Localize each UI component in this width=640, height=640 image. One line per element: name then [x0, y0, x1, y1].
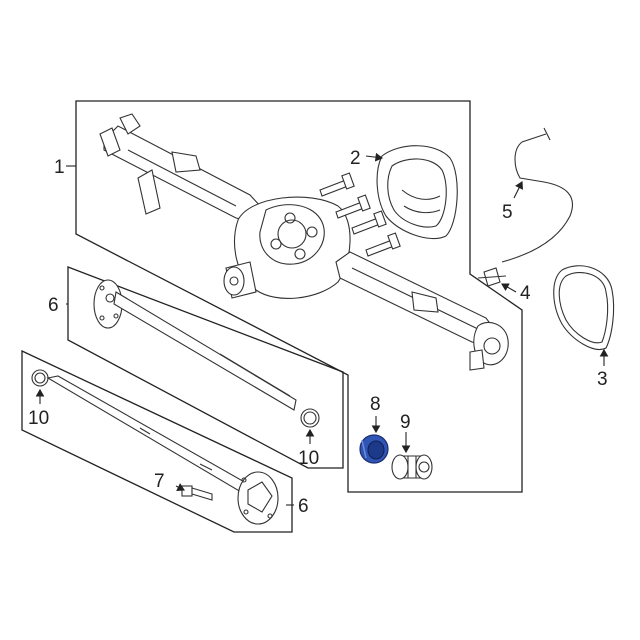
leader-7 — [175, 483, 185, 491]
callout-7: 7 — [154, 471, 165, 492]
wheel-stud — [181, 485, 213, 501]
cover-gasket — [553, 265, 615, 350]
vent-hose — [501, 127, 573, 263]
callout-2: 2 — [350, 148, 361, 169]
callout-6-lower: 6 — [298, 496, 309, 517]
callout-1: 1 — [54, 157, 65, 178]
left-axle-shaft-frame — [21, 349, 293, 533]
leader-5 — [513, 181, 523, 199]
callout-10-upper: 10 — [298, 448, 319, 469]
left-axle-shaft — [46, 375, 279, 525]
callout-5: 5 — [502, 202, 513, 223]
vent-fitting — [477, 267, 507, 287]
callout-4: 4 — [520, 283, 531, 304]
callout-6-upper: 6 — [48, 295, 59, 316]
callout-3: 3 — [597, 369, 608, 390]
differential-cover — [376, 145, 458, 240]
leader-2 — [365, 152, 384, 162]
axle-housing — [99, 113, 509, 371]
callout-9: 9 — [400, 412, 411, 433]
right-axle-shaft-frame — [67, 266, 344, 469]
o-ring-lower — [31, 369, 49, 387]
cover-bolts — [319, 172, 401, 257]
axle-bearing — [391, 454, 433, 480]
axle-seal-highlighted — [359, 434, 389, 464]
right-axle-shaft — [93, 279, 297, 411]
callout-10-lower: 10 — [28, 408, 49, 429]
housing-group-frame — [75, 100, 523, 493]
o-ring-upper — [300, 408, 320, 428]
callout-8: 8 — [370, 394, 381, 415]
leader-4 — [501, 283, 517, 293]
